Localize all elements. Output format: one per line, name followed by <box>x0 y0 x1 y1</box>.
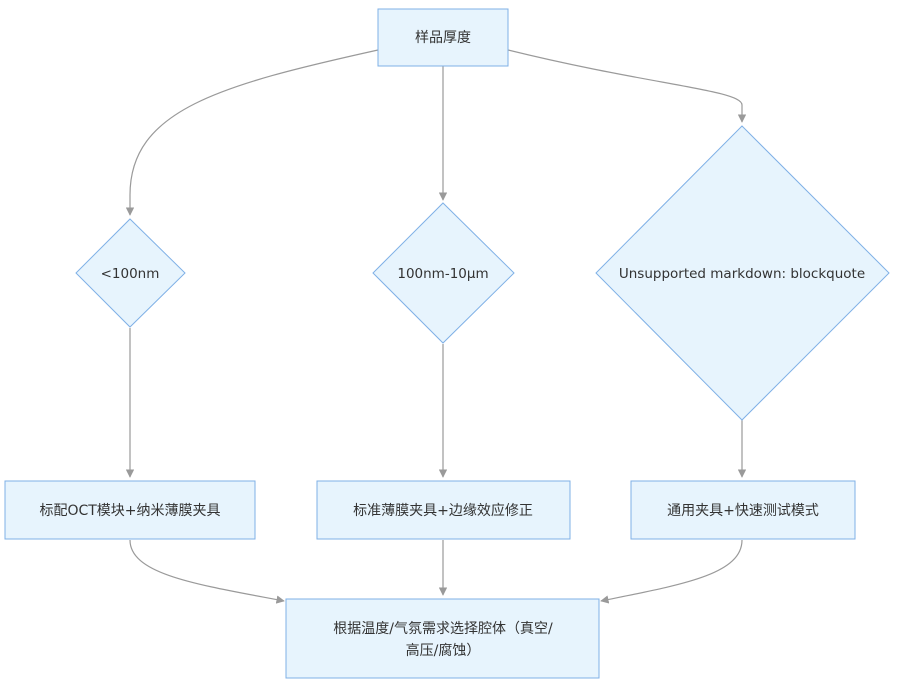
edges <box>125 49 747 604</box>
node-general-fixture-label: 通用夹具+快速测试模式 <box>667 503 819 519</box>
node-oct-module-label: 标配OCT模块+纳米薄膜夹具 <box>39 503 220 519</box>
node-chamber-selection-line1: 根据温度/气氛需求选择腔体（真空/ <box>333 621 553 637</box>
node-thin-decision: <100nm <box>75 218 186 328</box>
node-general-fixture: 通用夹具+快速测试模式 <box>630 480 856 540</box>
node-chamber-selection-line2: 高压/腐蚀） <box>406 642 481 659</box>
node-sample-thickness: 样品厚度 <box>377 8 509 67</box>
node-medium-decision: 100nm-10μm <box>372 202 515 344</box>
edge-root-to-thin <box>125 49 379 216</box>
edge-root-to-thick <box>507 49 747 123</box>
edge-oct-to-chamber <box>129 539 285 604</box>
node-thick-decision-label: Unsupported markdown: blockquote <box>619 266 865 282</box>
edge-general-to-chamber <box>600 539 743 604</box>
node-chamber-selection: 根据温度/气氛需求选择腔体（真空/ 高压/腐蚀） <box>285 598 600 679</box>
node-sample-thickness-label: 样品厚度 <box>415 30 471 46</box>
node-thick-decision: Unsupported markdown: blockquote <box>595 125 890 421</box>
node-oct-module: 标配OCT模块+纳米薄膜夹具 <box>4 480 256 540</box>
node-standard-fixture: 标准薄膜夹具+边缘效应修正 <box>316 480 571 540</box>
node-standard-fixture-label: 标准薄膜夹具+边缘效应修正 <box>353 502 533 519</box>
node-medium-decision-label: 100nm-10μm <box>397 266 488 282</box>
node-thin-decision-label: <100nm <box>101 266 160 282</box>
